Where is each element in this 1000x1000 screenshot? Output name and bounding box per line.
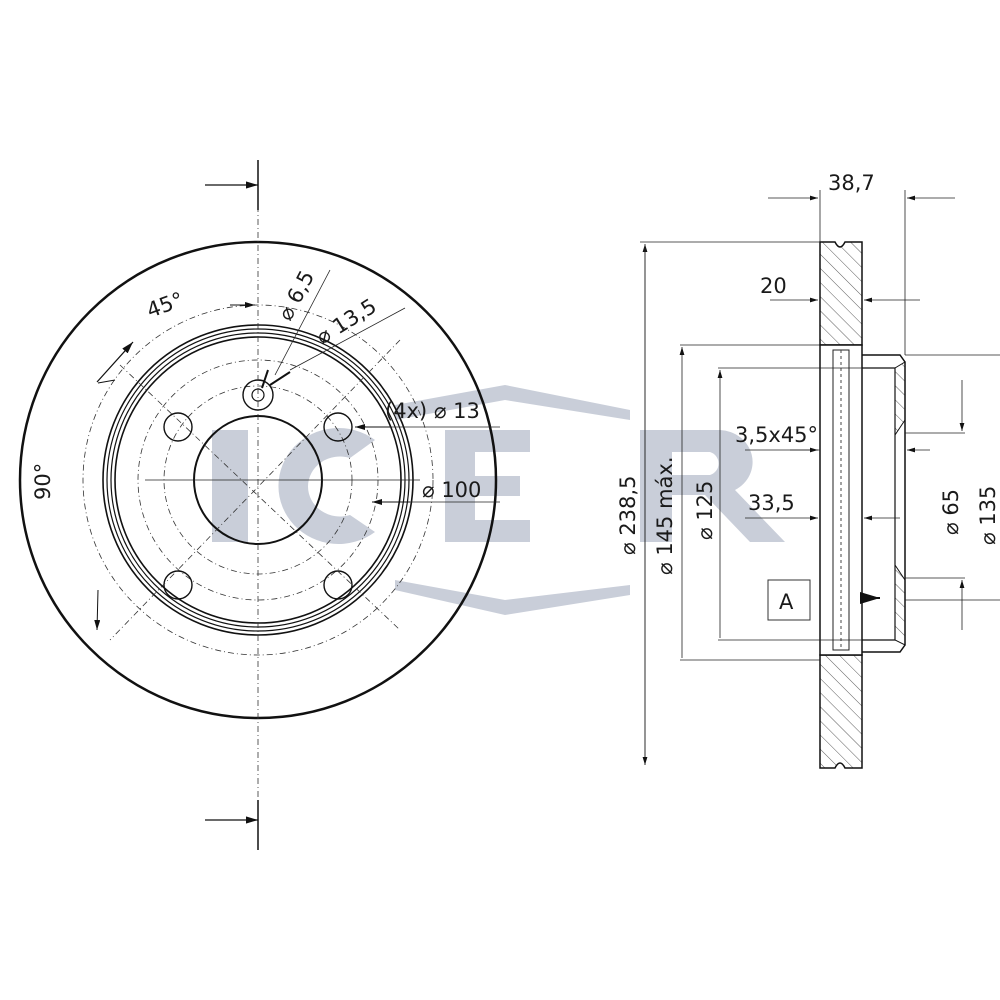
- counterbore-diameter-label: ⌀ 13,5: [312, 294, 381, 349]
- outer-diameter-label: ⌀ 238,5: [616, 476, 640, 555]
- hub-diameter-label: ⌀ 135: [976, 486, 1000, 545]
- bolt-hole: [163, 412, 193, 442]
- offset-label: 33,5: [748, 491, 795, 515]
- angle-45-label: 45°: [144, 287, 187, 322]
- icer-logo-watermark: [212, 385, 785, 615]
- angle-arc: [82, 304, 434, 656]
- front-view: 45° 90° ⌀ 6,5 ⌀ 13,5 (4x) ⌀ 13 ⌀ 100: [18, 160, 500, 850]
- bolt-circle-label: ⌀ 100: [422, 478, 481, 502]
- bolt-hole: [323, 570, 353, 600]
- chamfer-label: 3,5x45°: [735, 423, 818, 447]
- datum-label: A: [779, 590, 794, 614]
- side-view: 38,7 20 ⌀ 238,5 ⌀ 145 máx. ⌀ 125 3,5x45°…: [616, 171, 1000, 769]
- datum-box: [767, 579, 811, 621]
- disc-thickness-label: 20: [760, 274, 787, 298]
- bolt-hole: [323, 412, 353, 442]
- overall-width-label: 38,7: [828, 171, 875, 195]
- small-hole-diameter-label: ⌀ 6,5: [273, 267, 319, 325]
- center-bore-label: ⌀ 65: [939, 489, 963, 535]
- hat-diameter-label: ⌀ 125: [693, 481, 717, 540]
- bolt-hole: [163, 570, 193, 600]
- max-diameter-label: ⌀ 145 máx.: [653, 456, 677, 575]
- angle-90-label: 90°: [31, 463, 55, 500]
- bolt-holes-label: (4x) ⌀ 13: [385, 399, 480, 423]
